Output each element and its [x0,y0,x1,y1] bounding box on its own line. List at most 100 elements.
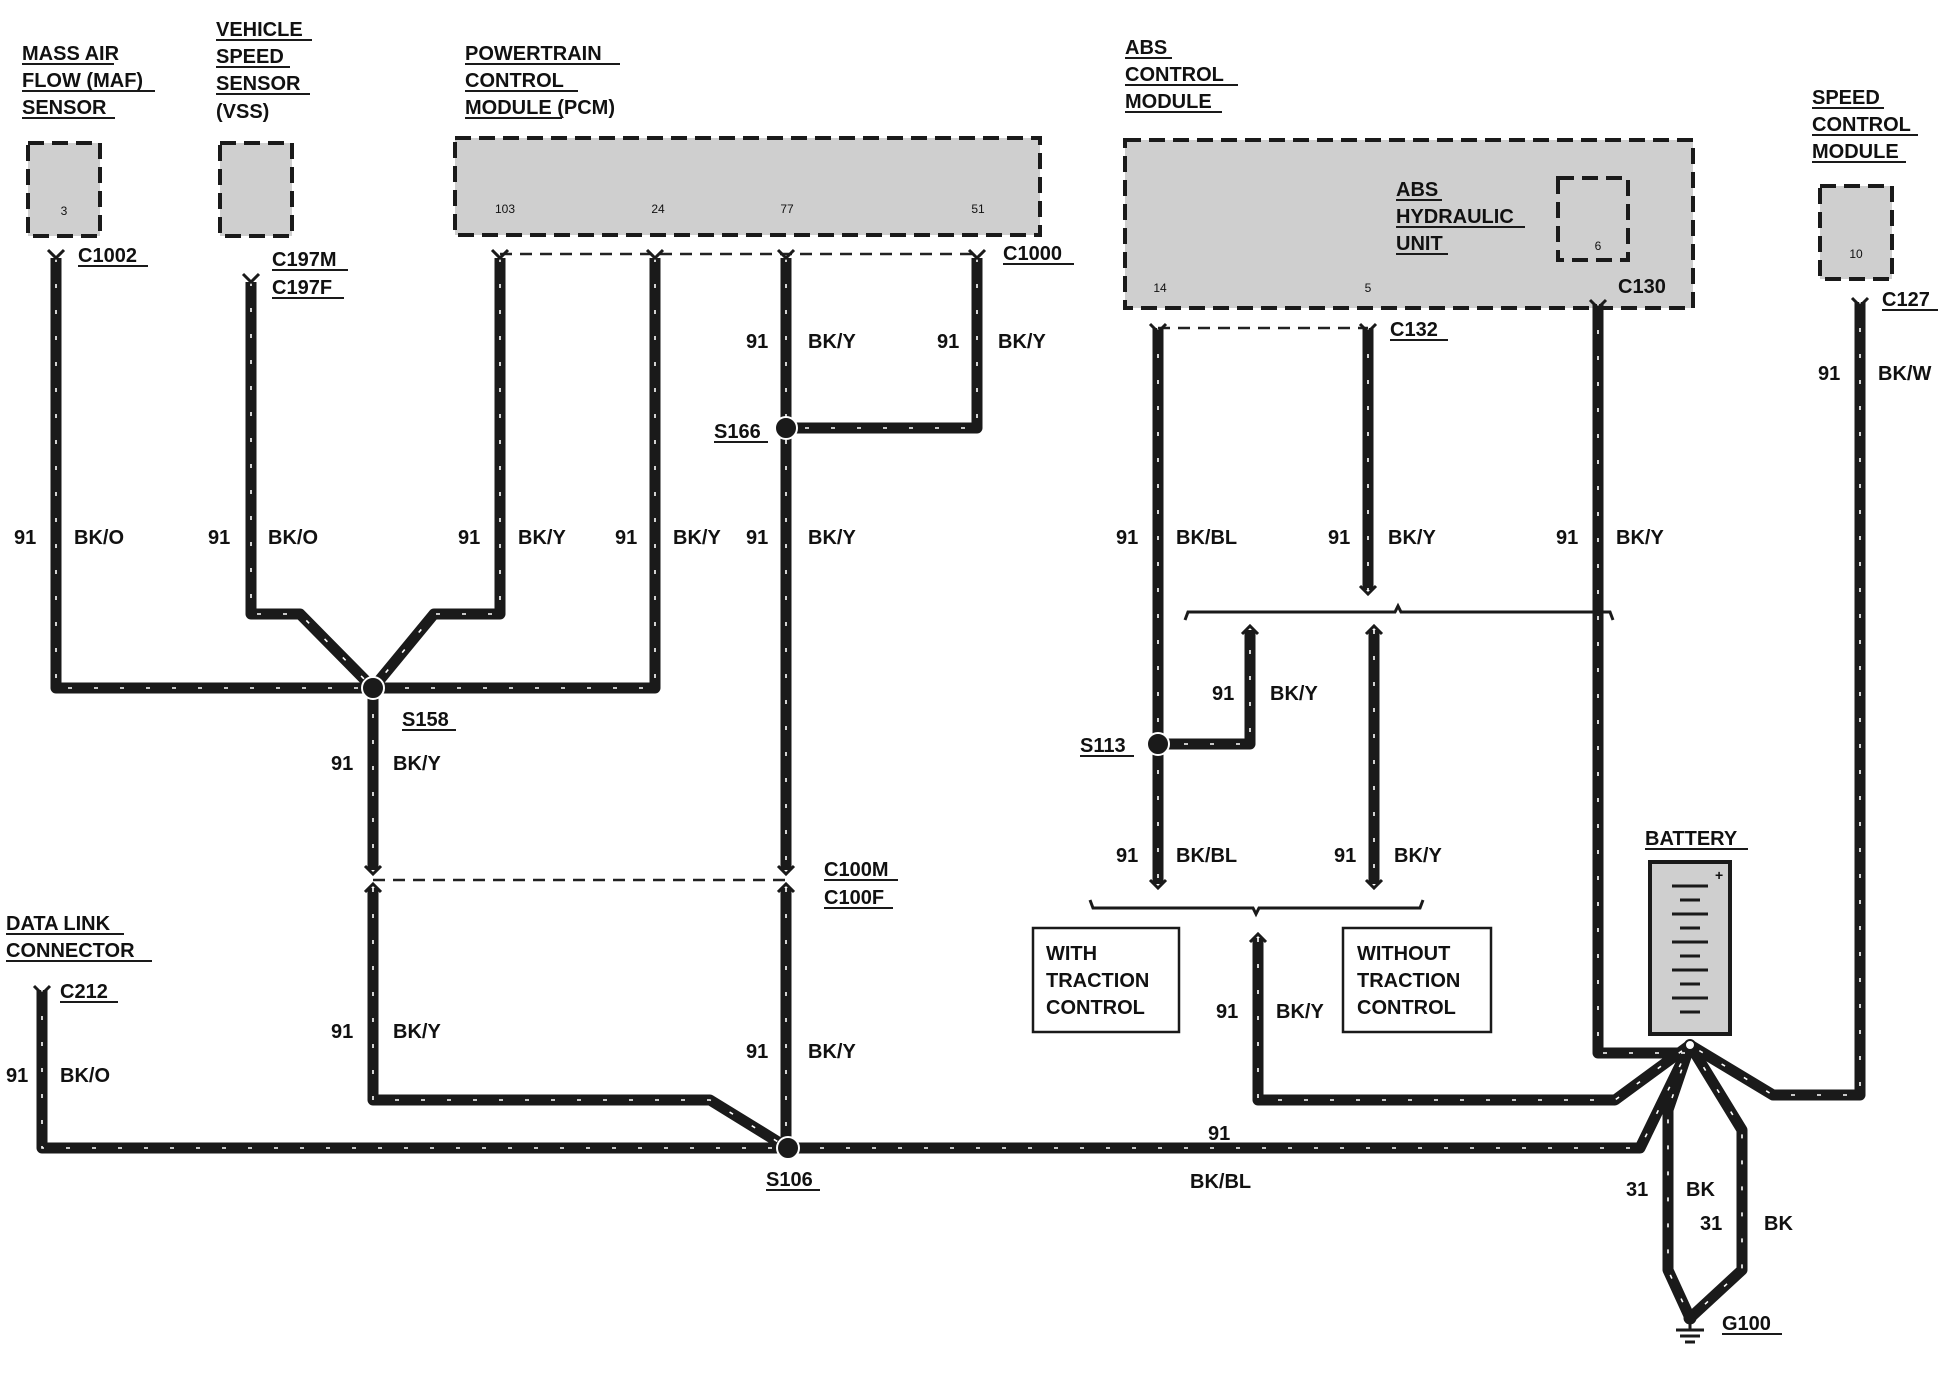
abs-hydraulic-unit-title: ABS HYDRAULIC UNIT [1396,179,1525,255]
splice-s106[interactable] [776,1136,800,1160]
scm-title-line1: SPEED [1812,87,1880,109]
battery-body [1648,860,1732,1036]
wire-scm-num: 91 [1818,363,1840,385]
abs-pin-5: 5 [1365,281,1372,295]
wire-s113-right-num: 91 [1212,683,1234,705]
pcm-pin-103: 103 [495,202,515,216]
wire-c100-left-num: 91 [331,1021,353,1043]
pcm-title-line3: MODULE (PCM) [465,97,615,119]
wire-s113-down-color: BK/BL [1176,845,1237,867]
connector-labels: C1002 C197M C197F C1000 C132 C130 C127 C… [60,243,1938,1003]
pcm-title: POWERTRAIN CONTROL MODULE (PCM) [465,43,620,119]
wire-vss-color: BK/O [268,527,318,549]
splice-s166[interactable] [774,416,798,440]
wire-pcm103-color: BK/Y [518,527,566,549]
hcu-title-line2: HYDRAULIC [1396,206,1514,228]
abs-pin-14: 14 [1153,281,1167,295]
wire-hcu[interactable] [1592,304,1690,1059]
wire-c100-left[interactable] [367,888,791,1153]
wire-pcm24-color: BK/Y [673,527,721,549]
splice-s106-label: S106 [766,1169,813,1191]
wire-c100-right-color: BK/Y [808,1041,856,1063]
hcu-title-line1: ABS [1396,179,1438,201]
wire-abs5-color: BK/Y [1388,527,1436,549]
connector-c1002-label: C1002 [78,245,137,267]
connector-c127-label: C127 [1882,289,1930,311]
wire-ground-1[interactable] [1662,1043,1696,1321]
wire-without-tc-color: BK/Y [1394,845,1442,867]
wire-s113-right[interactable] [1158,630,1256,750]
wire-s106-batt-color: BK/BL [1190,1171,1251,1193]
wire-s113-right-color: BK/Y [1270,683,1318,705]
option-brackets [1088,602,1615,918]
abs-title-line2: CONTROL [1125,64,1224,86]
maf-title-line2: FLOW (MAF) [22,70,143,92]
wire-labels: 91 BK/O 91 BK/O 91 BK/Y 91 BK/Y 91 BK/Y … [6,331,1931,1235]
connector-c212-label: C212 [60,981,108,1003]
wire-pcm103-num: 91 [458,527,480,549]
wire-vss[interactable] [245,282,377,692]
maf-title-line1: MASS AIR [22,43,120,65]
abs-title-line1: ABS [1125,37,1167,59]
speed-control-module-box[interactable] [1818,184,1894,281]
connector-c1000-label: C1000 [1003,243,1062,265]
with-traction-control-box: WITH TRACTION CONTROL [1031,926,1181,1034]
splice-s158-label: S158 [402,709,449,731]
vss-title-line1: VEHICLE [216,19,303,41]
maf-sensor-title: MASS AIR FLOW (MAF) SENSOR [22,43,155,119]
wire-gnd1-color: BK [1686,1179,1715,1201]
wire-maf-color: BK/O [74,527,124,549]
wire-maf-num: 91 [14,527,36,549]
splice-labels: S158 S166 S113 S106 [402,421,1134,1191]
with-tc-line1: WITH [1046,943,1097,965]
battery-label: BATTERY [1645,828,1738,850]
splice-s166-label: S166 [714,421,761,443]
connector-c100f-label: C100F [824,887,884,909]
wire-gnd2-num: 31 [1700,1213,1722,1235]
connector-c197m-label: C197M [272,249,336,271]
abs-module-title: ABS CONTROL MODULE [1125,37,1238,113]
battery-plus-sign: + [1715,867,1723,883]
wire-abs5-num: 91 [1328,527,1350,549]
vss-title-line4: (VSS) [216,101,269,123]
wire-highlights [41,258,1861,1319]
wire-maf[interactable] [50,258,373,694]
wire-pcm-51[interactable] [786,258,983,434]
wire-pcm24-num: 91 [615,527,637,549]
pcm-pin-77: 77 [780,202,794,216]
battery[interactable]: + [1648,860,1732,1051]
scm-title-line3: MODULE [1812,141,1899,163]
wire-s106-batt-num: 91 [1208,1123,1230,1145]
without-tc-line2: TRACTION [1357,970,1460,992]
splice-s113[interactable] [1146,732,1170,756]
connector-c130-label: C130 [1618,276,1666,298]
wire-abs14-num: 91 [1116,527,1138,549]
ground-g100-label: G100 [1722,1313,1771,1335]
without-traction-control-box: WITHOUT TRACTION CONTROL [1341,926,1493,1034]
data-link-connector-title: DATA LINK CONNECTOR [6,913,152,962]
wire-dlc-color: BK/O [60,1065,110,1087]
wire-pcm-24[interactable] [373,258,661,694]
vss-sensor-box[interactable] [218,141,294,238]
wire-option-out-num: 91 [1216,1001,1238,1023]
wire-s113-down-num: 91 [1116,845,1138,867]
maf-title-line3: SENSOR [22,97,107,119]
wire-scm[interactable] [1687,302,1866,1101]
vss-title-line3: SENSOR [216,73,301,95]
wire-pcm77-color: BK/Y [808,331,856,353]
pcm-pin-24: 24 [651,202,665,216]
pcm-box[interactable] [453,136,1042,237]
wire-option-out-color: BK/Y [1276,1001,1324,1023]
dlc-title-line1: DATA LINK [6,913,111,935]
wire-pcm-103[interactable] [368,258,506,692]
maf-sensor-box[interactable] [26,141,102,238]
abs-hydraulic-unit-connector-box[interactable] [1556,176,1630,262]
wire-ground-2[interactable] [1685,1042,1748,1323]
hcu-pin-6: 6 [1595,239,1602,253]
wire-s158-down-color: BK/Y [393,753,441,775]
splice-s158[interactable] [361,676,385,700]
wire-gnd1-num: 31 [1626,1179,1648,1201]
pcm-title-line1: POWERTRAIN [465,43,602,65]
battery-cells-icon [1672,884,1708,1014]
